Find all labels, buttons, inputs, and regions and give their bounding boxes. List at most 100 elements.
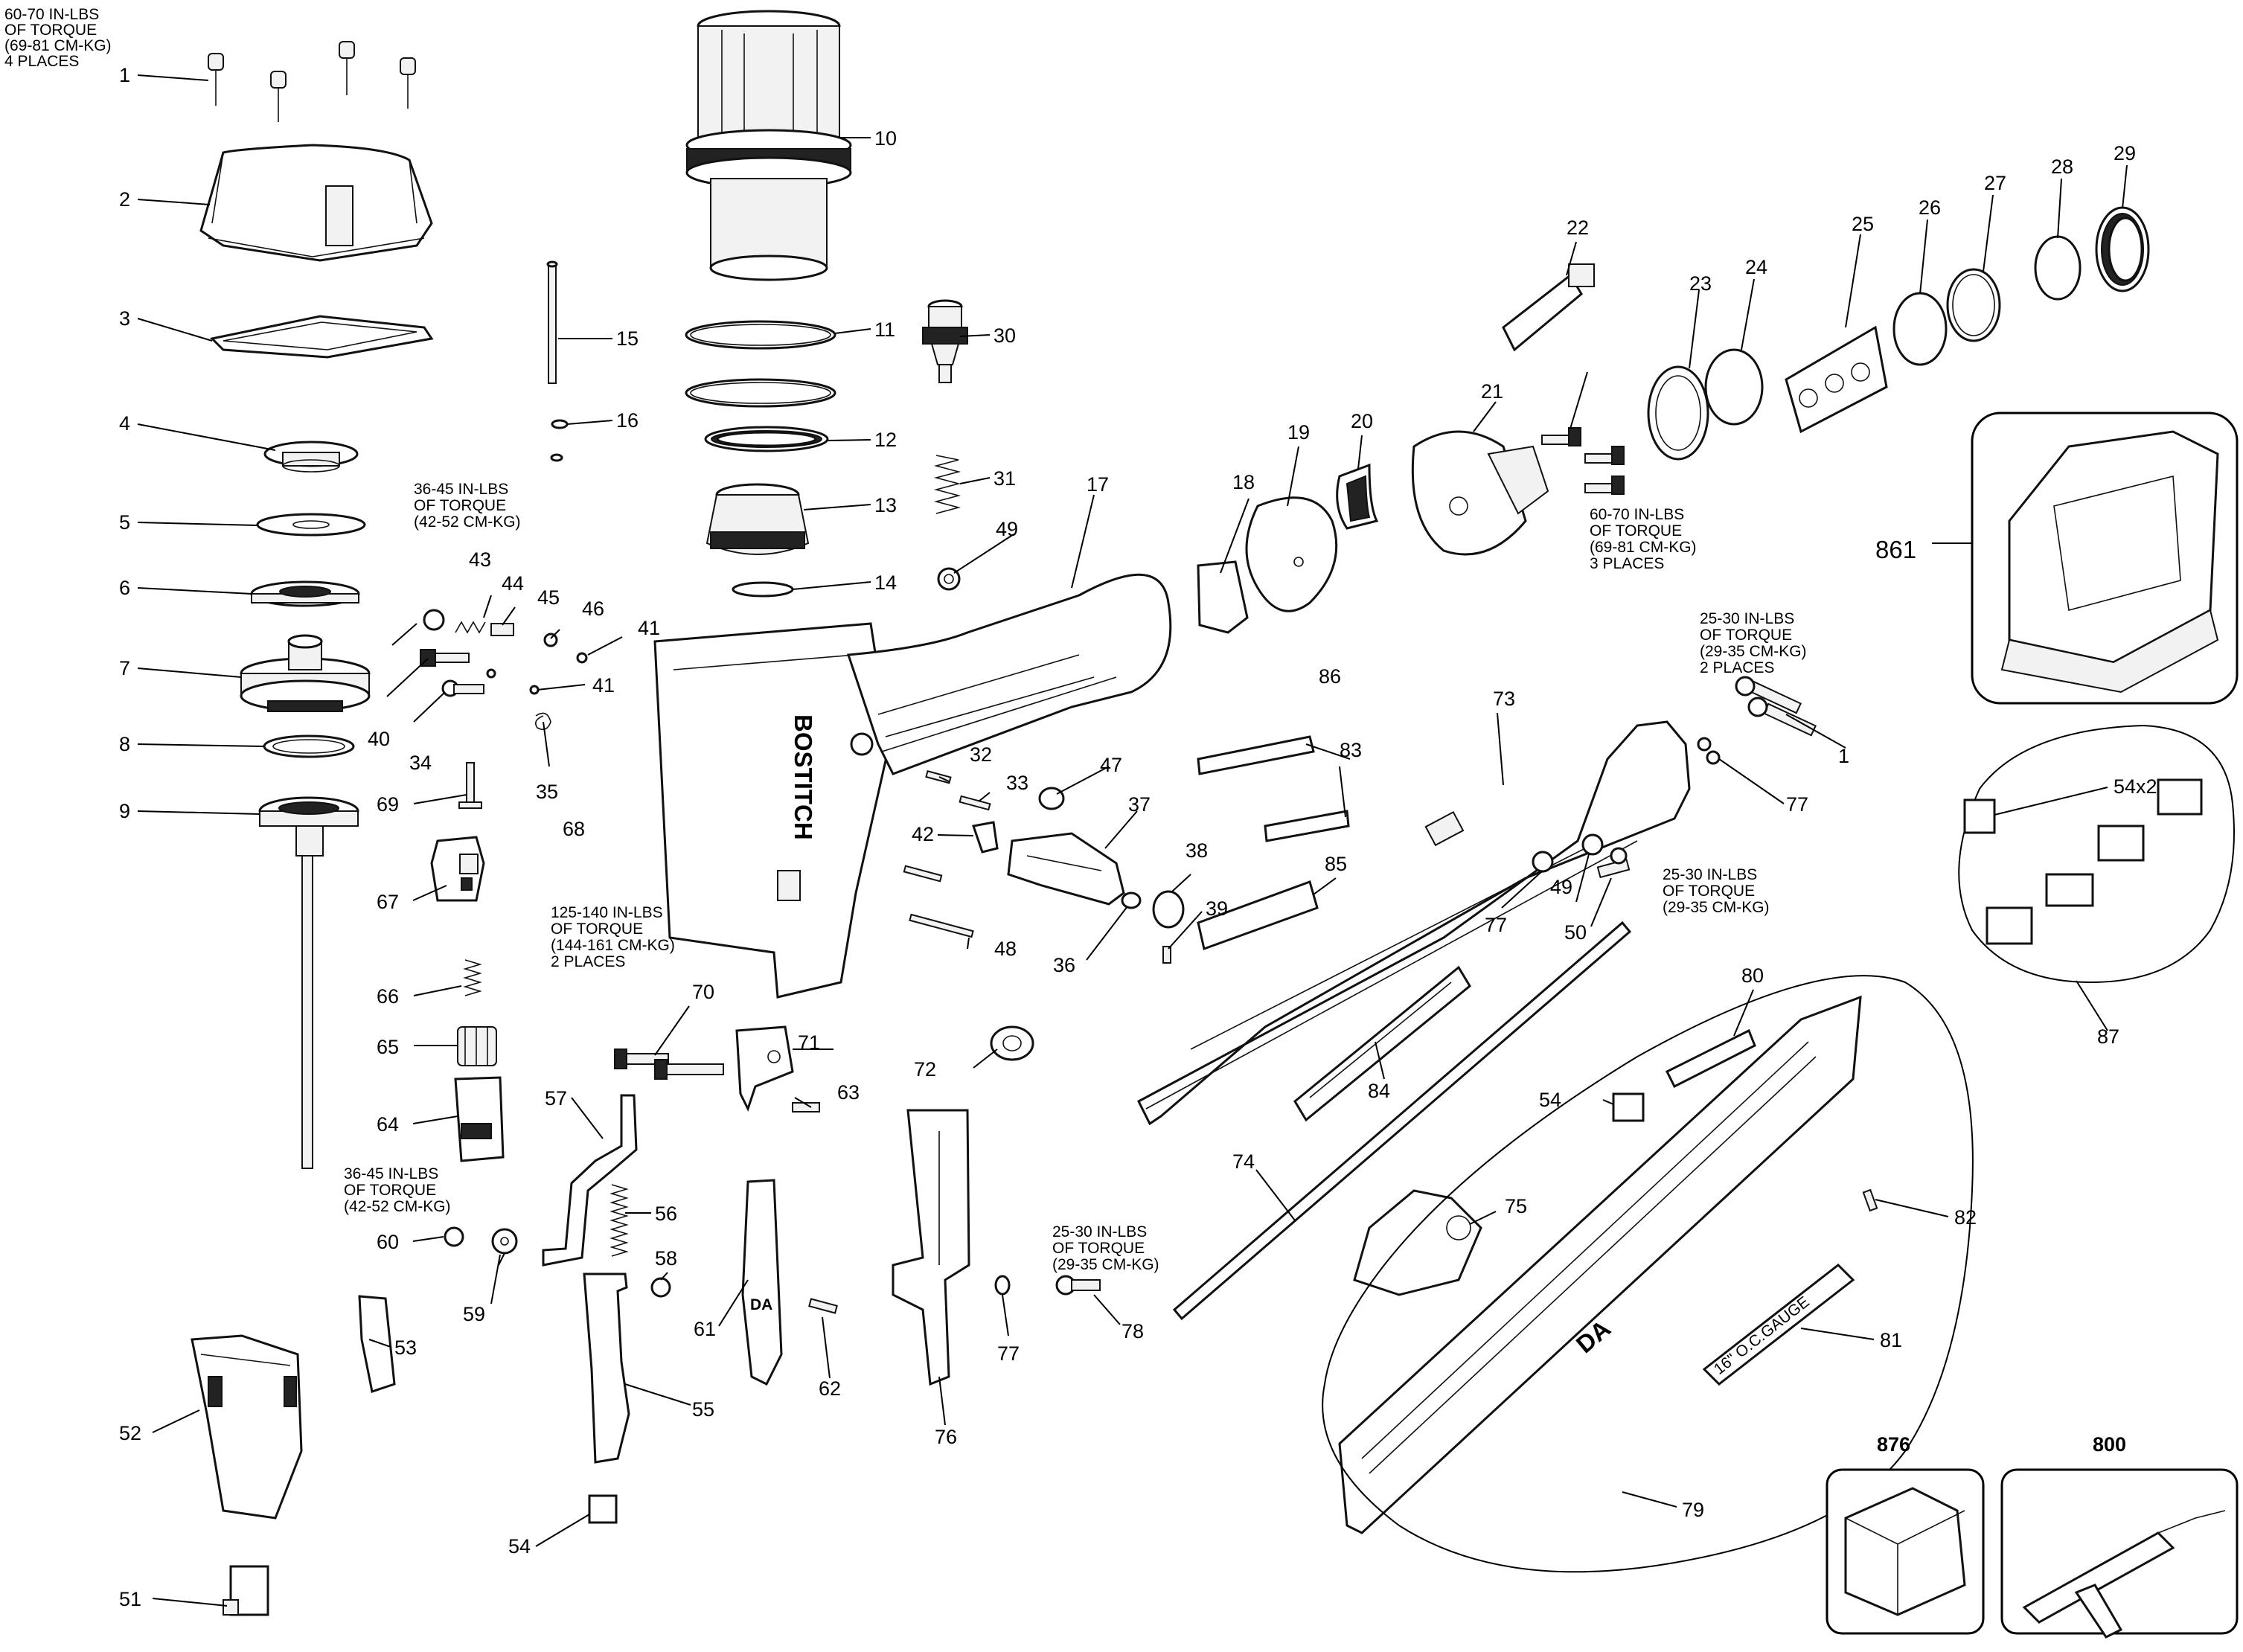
top-cap — [199, 144, 433, 262]
bracket-64 — [454, 1076, 505, 1162]
callout: 81 — [1880, 1329, 1902, 1351]
callout: 60 — [377, 1231, 399, 1253]
callout: 66 — [377, 985, 399, 1008]
kit-callout-800: 800 — [2093, 1433, 2126, 1456]
callout: 5 — [119, 511, 130, 534]
callout: 73 — [1493, 688, 1515, 710]
torque-line: (144-161 CM-KG) — [551, 937, 675, 954]
lever-57 — [542, 1094, 638, 1267]
callout: 45 — [537, 586, 560, 609]
callout: 34 — [409, 752, 432, 774]
plate-18 — [1197, 560, 1249, 634]
callout: 6 — [119, 577, 130, 599]
o-ring-11b — [685, 378, 836, 408]
callout: 69 — [377, 793, 399, 816]
callout: 39 — [1206, 897, 1228, 920]
screws-70 — [614, 1048, 724, 1080]
gasket — [209, 315, 434, 359]
bushing-47 — [1038, 787, 1065, 810]
screw — [400, 57, 416, 109]
spring-66 — [463, 959, 482, 996]
kit-800 — [2000, 1468, 2239, 1639]
knob-65 — [457, 1026, 497, 1066]
ring-29 — [2095, 206, 2150, 292]
callout: 82 — [1954, 1206, 1977, 1229]
trigger-lever-37 — [1007, 832, 1125, 906]
callout: 37 — [1128, 793, 1151, 816]
callout: 13 — [874, 494, 897, 516]
bracket-51 — [223, 1565, 269, 1616]
callout: 43 — [469, 548, 491, 571]
screw — [270, 71, 287, 122]
callout: 78 — [1122, 1320, 1144, 1342]
callout: 20 — [1351, 410, 1373, 432]
callout: 74 — [1232, 1150, 1255, 1173]
callout: 32 — [970, 743, 992, 766]
callout: 67 — [377, 891, 399, 913]
torque-line: OF TORQUE — [344, 1182, 436, 1199]
latch-61: DA — [741, 1179, 783, 1386]
callout: 57 — [545, 1087, 567, 1110]
callout: 76 — [935, 1426, 957, 1448]
callout: 27 — [1984, 172, 2006, 194]
callout: 49 — [996, 518, 1018, 540]
trigger-housing-67 — [430, 836, 485, 902]
brand-logo: BOSTITCH — [790, 714, 817, 840]
washer-77b — [1697, 737, 1721, 765]
callout: 8 — [119, 733, 130, 755]
callout: 3 — [119, 307, 130, 330]
torque-line: 4 PLACES — [4, 53, 79, 70]
callout: 79 — [1682, 1499, 1704, 1521]
torque-line: OF TORQUE — [1052, 1240, 1145, 1257]
gasket-24 — [1704, 348, 1764, 426]
nut-49b — [1581, 833, 1604, 856]
torque-line: (29-35 CM-KG) — [1700, 643, 1807, 660]
callout: 36 — [1053, 954, 1075, 976]
torque-note-43: 36-45 IN-LBS OF TORQUE (42-52 CM-KG) — [414, 481, 521, 531]
valve-30 — [922, 299, 968, 383]
callout: 64 — [377, 1113, 399, 1136]
guide-54-bottom — [588, 1494, 618, 1524]
callout: 7 — [119, 657, 130, 679]
washer-77c — [994, 1275, 1011, 1296]
pin-69 — [458, 762, 482, 809]
bracket-71 — [735, 1025, 794, 1112]
gauge-label: 16" O.C.GAUGE — [1711, 1293, 1813, 1378]
gauge-81: 16" O.C.GAUGE — [1702, 1264, 1855, 1386]
callout: 11 — [874, 318, 895, 341]
torque-note-60: 36-45 IN-LBS OF TORQUE (42-52 CM-KG) — [344, 1165, 451, 1215]
torque-line: 25-30 IN-LBS — [1663, 866, 1757, 883]
torque-line: (29-35 CM-KG) — [1052, 1256, 1159, 1273]
pin-15 — [546, 260, 558, 384]
torque-line: OF TORQUE — [551, 921, 643, 938]
callout: 16 — [616, 409, 639, 432]
pusher-75 — [1353, 1189, 1482, 1296]
screw-50 — [1596, 847, 1631, 879]
callout: 15 — [616, 327, 639, 350]
washer-14 — [732, 581, 794, 598]
o-ring-8 — [263, 734, 355, 758]
seal-6 — [250, 580, 360, 607]
callout: 23 — [1689, 272, 1712, 295]
callout: 24 — [1745, 256, 1767, 278]
callout: 62 — [819, 1377, 841, 1400]
washer-77a — [1532, 851, 1554, 873]
pins-32-33 — [925, 770, 991, 811]
callout: 18 — [1232, 471, 1255, 493]
callout: 4 — [119, 412, 130, 435]
callout: 53 — [394, 1336, 417, 1359]
torque-note-50: 25-30 IN-LBS OF TORQUE (29-35 CM-KG) — [1663, 866, 1770, 916]
pin-48 — [903, 865, 974, 938]
o-ring-11 — [685, 320, 836, 350]
callout: 56 — [655, 1203, 677, 1225]
nut-58 — [650, 1277, 671, 1298]
callout: 86 — [1319, 665, 1341, 688]
contact-arm-55 — [583, 1272, 630, 1464]
torque-line: (29-35 CM-KG) — [1663, 899, 1770, 916]
torque-line: 25-30 IN-LBS — [1700, 610, 1794, 627]
callout: 50 — [1564, 921, 1587, 944]
parts-36-39 — [1121, 890, 1185, 964]
callout: 21 — [1481, 380, 1503, 403]
kit-callout-861: 861 — [1875, 536, 1916, 563]
